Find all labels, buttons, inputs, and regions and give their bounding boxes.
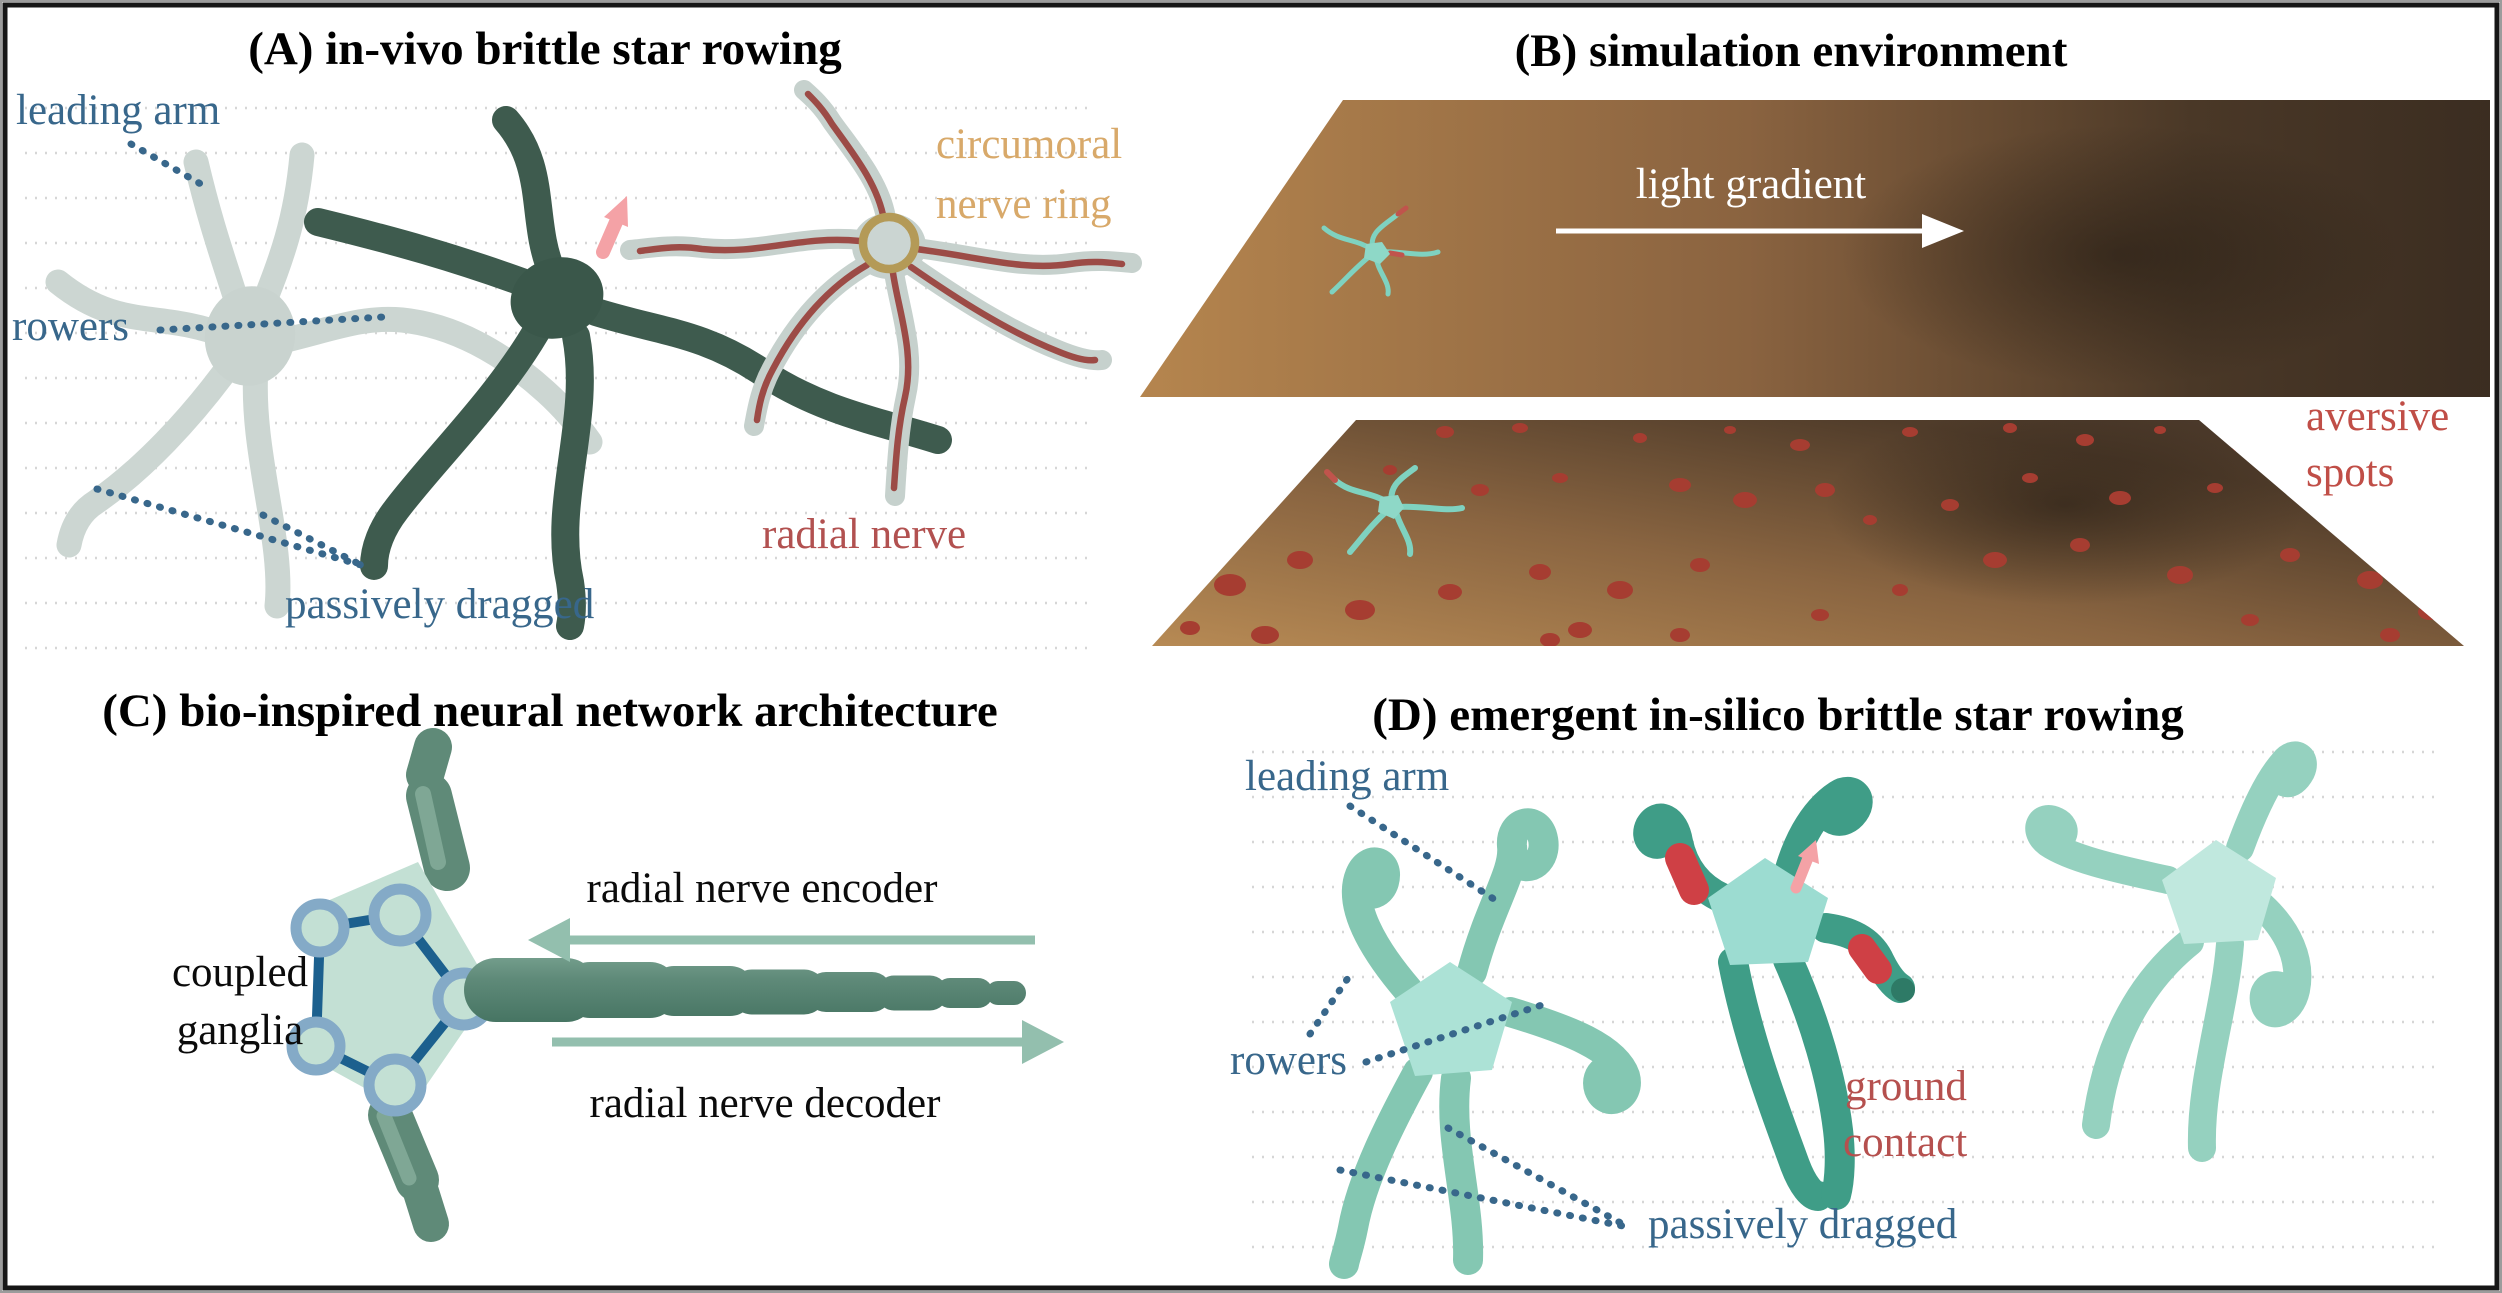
circumoral-ring — [858, 212, 920, 274]
panel-a-title: (A) in-vivo brittle star rowing — [248, 23, 842, 75]
motion-arrow-d-icon — [1790, 840, 1819, 894]
label-aversive-line1: aversive — [2306, 393, 2450, 440]
label-passively-dragged-a: passively dragged — [285, 581, 595, 628]
label-circumoral-line1: circumoral — [936, 121, 1123, 168]
label-radial-nerve-decoder: radial nerve decoder — [589, 1080, 941, 1127]
label-rowers-a: rowers — [12, 303, 130, 350]
label-coupled-line2: ganglia — [176, 1007, 304, 1054]
label-leading-arm-d: leading arm — [1245, 753, 1450, 800]
segmented-arm — [464, 958, 1026, 1022]
upper-light-plane — [1140, 100, 2490, 397]
label-radial-nerve: radial nerve — [762, 511, 967, 558]
aversive-spots — [1167, 423, 2442, 646]
panel-b-title: (B) simulation environment — [1514, 25, 2068, 77]
ground-contact-segment — [1665, 843, 1709, 905]
encoder-arrow-icon — [528, 918, 1035, 962]
label-circumoral-line2: nerve ring — [936, 181, 1112, 228]
decoder-arrow-icon — [552, 1020, 1064, 1064]
leader-lines-panel-a — [93, 140, 387, 569]
label-ground-contact-line1: ground — [1845, 1063, 1967, 1110]
sim-agent-star-upper — [1321, 205, 1441, 297]
panel-c-title: (C) bio-inspired neural network architec… — [102, 685, 998, 737]
sim-star-left — [1329, 808, 1641, 1279]
panel-d-title: (D) emergent in-silico brittle star rowi… — [1372, 689, 2184, 741]
leader-lines-panel-d — [1306, 802, 1632, 1231]
label-light-gradient: light gradient — [1635, 161, 1867, 208]
radial-nerve-lines — [636, 90, 1126, 492]
label-coupled-line1: coupled — [171, 949, 309, 996]
label-ground-contact-line2: contact — [1843, 1119, 1968, 1166]
dark-brittle-star — [304, 106, 952, 640]
sim-star-right — [2025, 741, 2317, 1162]
label-radial-nerve-encoder: radial nerve encoder — [586, 865, 938, 912]
sim-star-middle — [1633, 777, 1915, 1211]
sim-agent-star-lower — [1324, 465, 1465, 557]
label-rowers-d: rowers — [1230, 1037, 1348, 1084]
motion-arrow-icon — [596, 196, 628, 259]
nerve-anatomy-brittle-star — [620, 80, 1142, 506]
label-leading-arm-a: leading arm — [16, 87, 221, 134]
light-gradient-arrow-icon — [1556, 214, 1964, 248]
neural-architecture-body — [286, 728, 1026, 1242]
label-passively-dragged-d: passively dragged — [1648, 1201, 1958, 1248]
label-aversive-line2: spots — [2306, 449, 2395, 496]
lower-aversive-plane — [1152, 420, 2464, 646]
ground-contact-segment — [1848, 934, 1892, 984]
